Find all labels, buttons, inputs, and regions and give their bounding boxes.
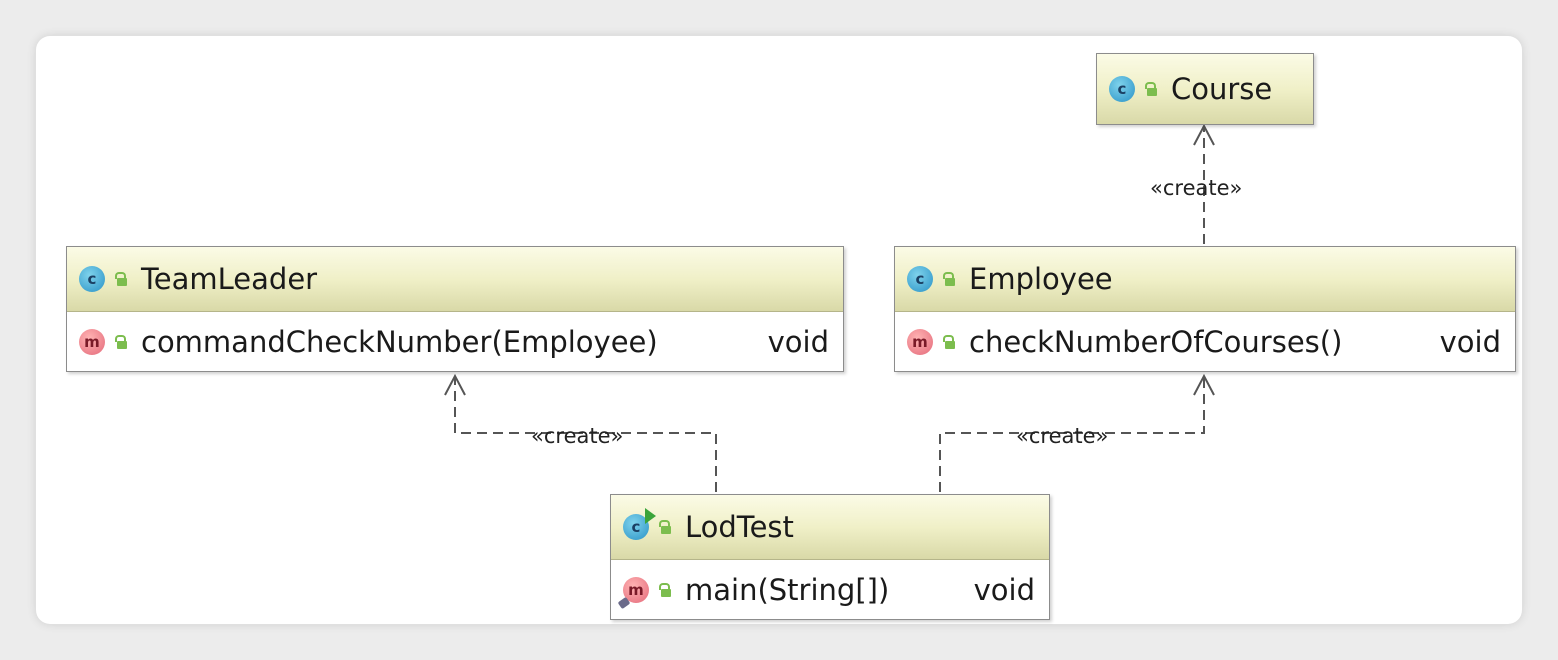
public-visibility-icon [659,520,671,534]
class-header: c Employee [895,247,1515,312]
class-node-course[interactable]: c Course [1096,53,1314,125]
method-signature: commandCheckNumber(Employee) [141,324,658,359]
runnable-class-icon: c [623,508,656,540]
method-return-type: void [767,324,829,359]
class-header: c LodTest [611,495,1049,560]
class-icon: c [79,266,105,292]
class-name: TeamLeader [141,262,318,296]
edge-label-lodtest-teamleader: «create» [531,424,624,448]
static-method-icon: m [617,576,649,609]
method-signature: main(String[]) [685,572,890,607]
class-name: LodTest [685,510,794,544]
method-signature: checkNumberOfCourses() [969,324,1343,359]
class-header: c Course [1097,54,1313,124]
public-visibility-icon [943,334,955,349]
edge-label-lodtest-employee: «create» [1016,424,1109,448]
edge-label-employee-course: «create» [1150,176,1243,200]
public-visibility-icon [115,272,127,286]
class-node-employee[interactable]: c Employee m checkNumberOfCourses() void [894,246,1516,372]
method-row: m commandCheckNumber(Employee) void [67,312,843,371]
public-visibility-icon [943,272,955,286]
public-visibility-icon [659,582,671,597]
method-icon: m [907,328,933,355]
method-row: m main(String[]) void [611,560,1049,619]
method-return-type: void [973,572,1035,607]
method-return-type: void [1439,324,1501,359]
method-row: m checkNumberOfCourses() void [895,312,1515,371]
method-icon: m [79,328,105,355]
class-header: c TeamLeader [67,247,843,312]
class-name: Employee [969,262,1113,296]
class-icon: c [1109,76,1135,102]
public-visibility-icon [115,334,127,349]
class-node-teamleader[interactable]: c TeamLeader m commandCheckNumber(Employ… [66,246,844,372]
public-visibility-icon [1145,82,1157,96]
class-name: Course [1171,72,1273,106]
class-icon: c [907,266,933,292]
class-node-lodtest[interactable]: c LodTest m main(String[]) void [610,494,1050,620]
